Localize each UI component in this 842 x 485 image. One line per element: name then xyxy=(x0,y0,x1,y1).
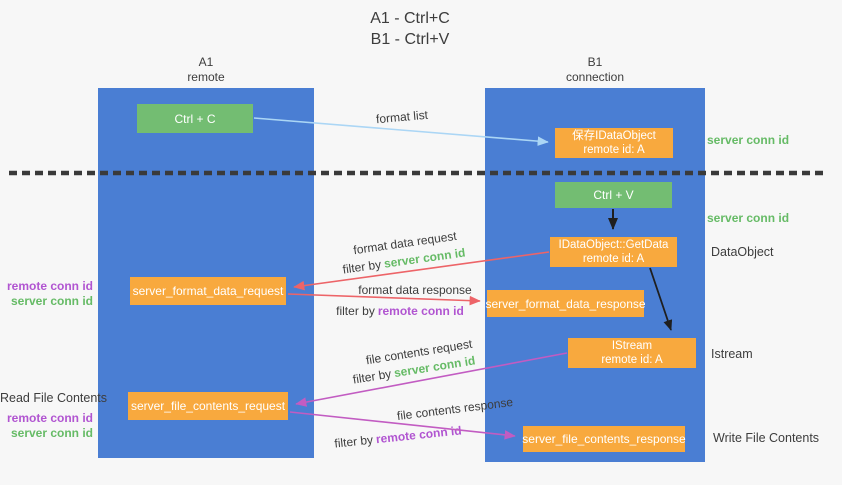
istream-box: IStream remote id: A xyxy=(568,338,696,368)
read-file-contents-label: Read File Contents xyxy=(0,391,108,405)
server-file-contents-request-box: server_file_contents_request xyxy=(128,392,288,420)
file-response-label: server_file_contents_response xyxy=(522,432,686,446)
lane-a1-name: A1 xyxy=(198,55,214,69)
right-server-conn-id-1: server conn id xyxy=(707,133,790,147)
server-format-data-request-box: server_format_data_request xyxy=(130,277,286,305)
left-remote-conn-id-2: remote conn id xyxy=(6,411,93,425)
filter-by-text: filter by xyxy=(351,366,393,387)
edge-label-format-data-response: format data response xyxy=(340,283,490,297)
lane-a1-subtitle: remote xyxy=(187,70,225,84)
ctrl-c-box: Ctrl + C xyxy=(137,104,253,133)
title-line-1: A1 - Ctrl+C xyxy=(370,10,450,27)
remote-conn-id-text: remote conn id xyxy=(377,304,464,318)
write-file-contents-label: Write File Contents xyxy=(713,431,820,445)
title-line-2: B1 - Ctrl+V xyxy=(370,31,450,48)
dataobject-label: DataObject xyxy=(711,245,774,259)
idataobject-getdata-box: IDataObject::GetData remote id: A xyxy=(550,237,677,267)
edge-label-format-list: format list xyxy=(352,106,453,129)
remote-conn-id-text: remote conn id xyxy=(375,423,463,447)
getdata-line2: remote id: A xyxy=(582,253,645,265)
format-list-text: format list xyxy=(375,107,429,127)
diagram-title: A1 - Ctrl+C B1 - Ctrl+V xyxy=(330,8,490,50)
filter-by-text: filter by xyxy=(333,432,374,451)
istream-line1: IStream xyxy=(611,340,653,352)
lane-b1-name: B1 xyxy=(587,55,603,69)
save-idataobject-box: 保存IDataObject remote id: A xyxy=(555,128,673,158)
getdata-line1: IDataObject::GetData xyxy=(558,239,669,251)
lane-header-b1: B1 connection xyxy=(485,55,705,85)
lane-header-a1: A1 remote xyxy=(98,55,314,85)
file-request-label: server_file_contents_request xyxy=(130,399,286,413)
format-request-label: server_format_data_request xyxy=(132,284,284,298)
filter-by-text: filter by xyxy=(341,257,383,277)
left-server-conn-id-1: server conn id xyxy=(10,294,93,308)
save-idataobject-line1: 保存IDataObject xyxy=(572,130,656,142)
filter-by-text: filter by xyxy=(336,304,375,318)
right-server-conn-id-2: server conn id xyxy=(707,211,790,225)
server-file-contents-response-box: server_file_contents_response xyxy=(522,426,686,452)
istream-line2: remote id: A xyxy=(601,354,663,366)
format-response-label: server_format_data_response xyxy=(485,296,646,311)
left-remote-conn-id-1: remote conn id xyxy=(6,279,93,293)
ctrl-v-label: Ctrl + V xyxy=(593,188,634,202)
ctrl-c-label: Ctrl + C xyxy=(174,111,216,126)
left-server-conn-id-2: server conn id xyxy=(10,426,93,440)
ctrl-v-box: Ctrl + V xyxy=(555,182,672,208)
save-idataobject-line2: remote id: A xyxy=(583,144,645,156)
istream-label: Istream xyxy=(711,347,753,361)
server-format-data-response-box: server_format_data_response xyxy=(485,290,646,317)
lane-b1-subtitle: connection xyxy=(565,70,625,84)
format-data-response-text: format data response xyxy=(358,283,472,297)
